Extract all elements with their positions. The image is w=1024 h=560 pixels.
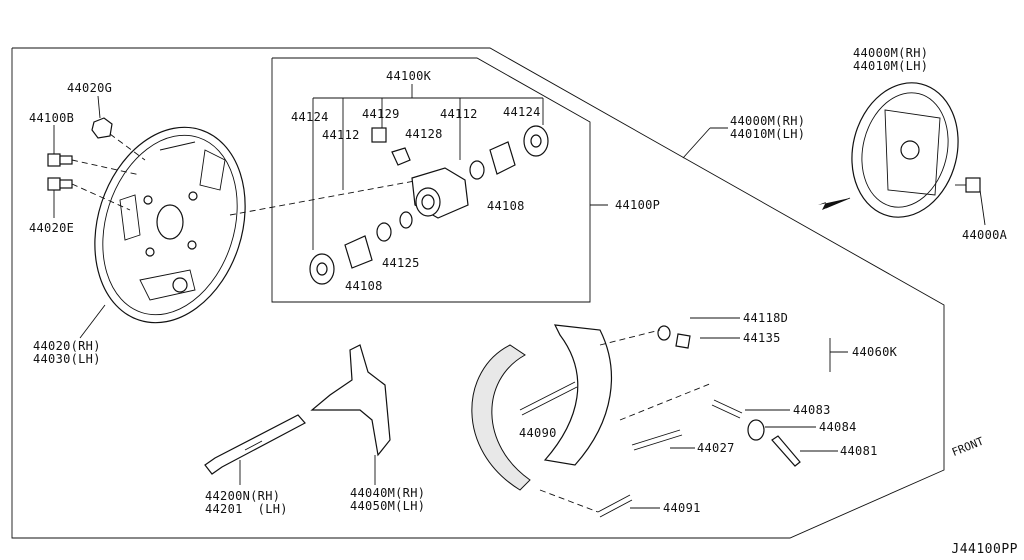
label-44100k[interactable]: 44100K	[386, 69, 432, 83]
cup-44112-left[interactable]	[376, 222, 392, 242]
spring-44027[interactable]	[631, 429, 683, 451]
label-44118d[interactable]: 44118D	[743, 311, 789, 325]
bleeder-44129[interactable]	[371, 127, 387, 143]
label-44084[interactable]: 44084	[819, 420, 857, 434]
label-44000m-mid[interactable]: 44000M(RH) 44010M(LH)	[730, 114, 806, 141]
boot-44124-left[interactable]	[309, 253, 335, 285]
direction-arrow-shaft	[825, 197, 851, 209]
clip-44135[interactable]	[675, 333, 691, 349]
label-44112-top[interactable]: 44112	[440, 107, 478, 121]
pin-44081[interactable]	[771, 435, 801, 467]
label-44000m-top[interactable]: 44000M(RH) 44010M(LH)	[853, 46, 929, 73]
adjuster-44200n[interactable]	[204, 414, 306, 475]
label-44020g[interactable]: 44020G	[67, 81, 113, 95]
label-44108-left[interactable]: 44108	[345, 279, 383, 293]
cup-44112-right[interactable]	[469, 160, 485, 180]
diagram-code: J44100PP	[951, 542, 1018, 557]
wheel-cylinder-body[interactable]	[411, 167, 469, 219]
dash-44091	[539, 489, 599, 513]
label-44129[interactable]: 44129	[362, 107, 400, 121]
label-44083[interactable]: 44083	[793, 403, 831, 417]
dash-44020g	[109, 133, 146, 161]
bolt-44100b[interactable]	[47, 153, 73, 167]
label-44040m[interactable]: 44040M(RH) 44050M(LH)	[350, 486, 426, 513]
assembly-frame	[11, 47, 945, 539]
label-44108-right[interactable]: 44108	[487, 199, 525, 213]
label-44060k[interactable]: 44060K	[852, 345, 898, 359]
label-44135[interactable]: 44135	[743, 331, 781, 345]
spring-44083[interactable]	[711, 399, 743, 419]
frame-to-assembly-line	[682, 127, 711, 159]
boot-44124-right[interactable]	[523, 125, 549, 157]
label-44112-mid[interactable]: 44112	[322, 128, 360, 142]
dash-44100b	[71, 159, 141, 176]
backing-plate[interactable]	[71, 108, 270, 343]
dash-44020e	[71, 183, 131, 211]
label-44020-rh-lh[interactable]: 44020(RH) 44030(LH)	[33, 339, 101, 366]
bracket-44040m[interactable]	[310, 344, 391, 457]
wheel-cylinder-frame	[271, 57, 591, 303]
dash-plate-to-cylinder	[229, 179, 421, 216]
part-44020g[interactable]	[91, 117, 113, 139]
screw-44128[interactable]	[391, 147, 411, 166]
label-44125[interactable]: 44125	[382, 256, 420, 270]
label-44027[interactable]: 44027	[697, 441, 735, 455]
spring-44091[interactable]	[597, 494, 633, 518]
shoe-assembly-icon[interactable]	[838, 71, 972, 228]
label-44124-right[interactable]: 44124	[503, 105, 541, 119]
label-44090[interactable]: 44090	[519, 426, 557, 440]
bolt-44020e[interactable]	[47, 177, 73, 191]
label-44124-left[interactable]: 44124	[291, 110, 329, 124]
label-44020e[interactable]: 44020E	[29, 221, 75, 235]
bolt-44000a[interactable]	[955, 177, 981, 193]
piston-44108-left[interactable]	[344, 235, 373, 269]
label-44100p[interactable]: 44100P	[615, 198, 661, 212]
label-44000a[interactable]: 44000A	[962, 228, 1008, 242]
retainer-44084[interactable]	[747, 419, 765, 441]
leader-44020	[79, 304, 106, 339]
leader-44020g	[97, 95, 101, 119]
label-44128[interactable]: 44128	[405, 127, 443, 141]
dash-44083	[619, 382, 713, 421]
label-44200n[interactable]: 44200N(RH) 44201 (LH)	[205, 489, 288, 516]
label-44100b[interactable]: 44100B	[29, 111, 75, 125]
label-44091[interactable]: 44091	[663, 501, 701, 515]
washer-44118d[interactable]	[657, 325, 671, 341]
spring-44125[interactable]	[399, 211, 413, 229]
brake-shoe-44060k[interactable]	[471, 324, 613, 491]
spring-44090[interactable]	[519, 381, 578, 416]
label-44081[interactable]: 44081	[840, 444, 878, 458]
dash-44118d	[599, 329, 661, 346]
leader-44000a	[979, 189, 986, 226]
piston-44108-right[interactable]	[489, 141, 516, 175]
